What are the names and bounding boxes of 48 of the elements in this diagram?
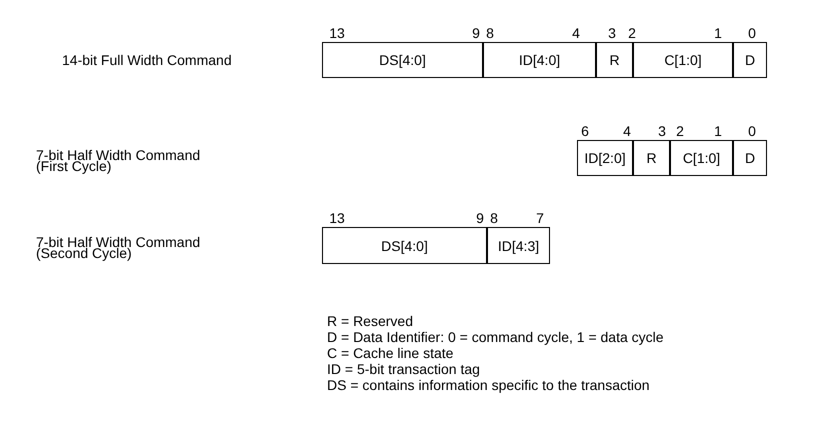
field-label: DS[4:0] — [379, 52, 426, 68]
legend-note: C = Cache line state — [327, 346, 454, 361]
bit-field — [596, 42, 633, 78]
bit-field — [670, 140, 733, 176]
row-title: (First Cycle) — [36, 159, 112, 174]
field-label: R — [646, 150, 657, 166]
field-label: DS[4:0] — [381, 238, 428, 254]
bit-field — [633, 140, 670, 176]
bit-number: 6 — [581, 124, 589, 139]
bit-number: 8 — [486, 26, 494, 41]
bit-number: 0 — [748, 124, 756, 139]
bit-field — [483, 42, 596, 78]
legend-note: R = Reserved — [327, 314, 413, 329]
field-label: D — [744, 150, 756, 166]
bit-number: 7 — [536, 211, 544, 226]
bit-number: 9 — [472, 26, 480, 41]
field-label: C[1:0] — [682, 150, 720, 166]
row-title: (Second Cycle) — [36, 246, 132, 261]
row-title: 14-bit Full Width Command — [62, 53, 232, 68]
bit-number: 2 — [676, 124, 684, 139]
bit-number: 1 — [714, 26, 722, 41]
bit-number: 9 — [476, 211, 484, 226]
legend-note: ID = 5-bit transaction tag — [327, 362, 480, 377]
bit-field — [733, 140, 767, 176]
bit-number: 13 — [329, 26, 345, 41]
bit-number: 4 — [572, 26, 580, 41]
field-label: ID[4:3] — [498, 238, 540, 254]
bit-number: 8 — [490, 211, 498, 226]
bit-number: 4 — [623, 124, 631, 139]
bit-field — [633, 42, 733, 78]
bit-number: 1 — [714, 124, 722, 139]
bit-field — [487, 227, 550, 264]
legend-note: DS = contains information specific to the transaction — [327, 378, 650, 393]
field-label: R — [609, 52, 620, 68]
bit-field — [577, 140, 633, 176]
bit-field — [322, 42, 483, 78]
bit-number: 3 — [608, 26, 616, 41]
field-label: D — [744, 52, 756, 68]
bit-number: 2 — [628, 26, 636, 41]
bit-field — [322, 227, 487, 264]
field-label: C[1:0] — [664, 52, 702, 68]
legend-note: D = Data Identifier: 0 = command cycle, 1 = data cycle — [327, 330, 664, 345]
bit-number: 3 — [658, 124, 666, 139]
field-label: ID[2:0] — [584, 150, 626, 166]
bit-field — [733, 42, 767, 78]
field-label: ID[4:0] — [518, 52, 560, 68]
bit-number: 13 — [329, 211, 345, 226]
bit-number: 0 — [748, 26, 756, 41]
